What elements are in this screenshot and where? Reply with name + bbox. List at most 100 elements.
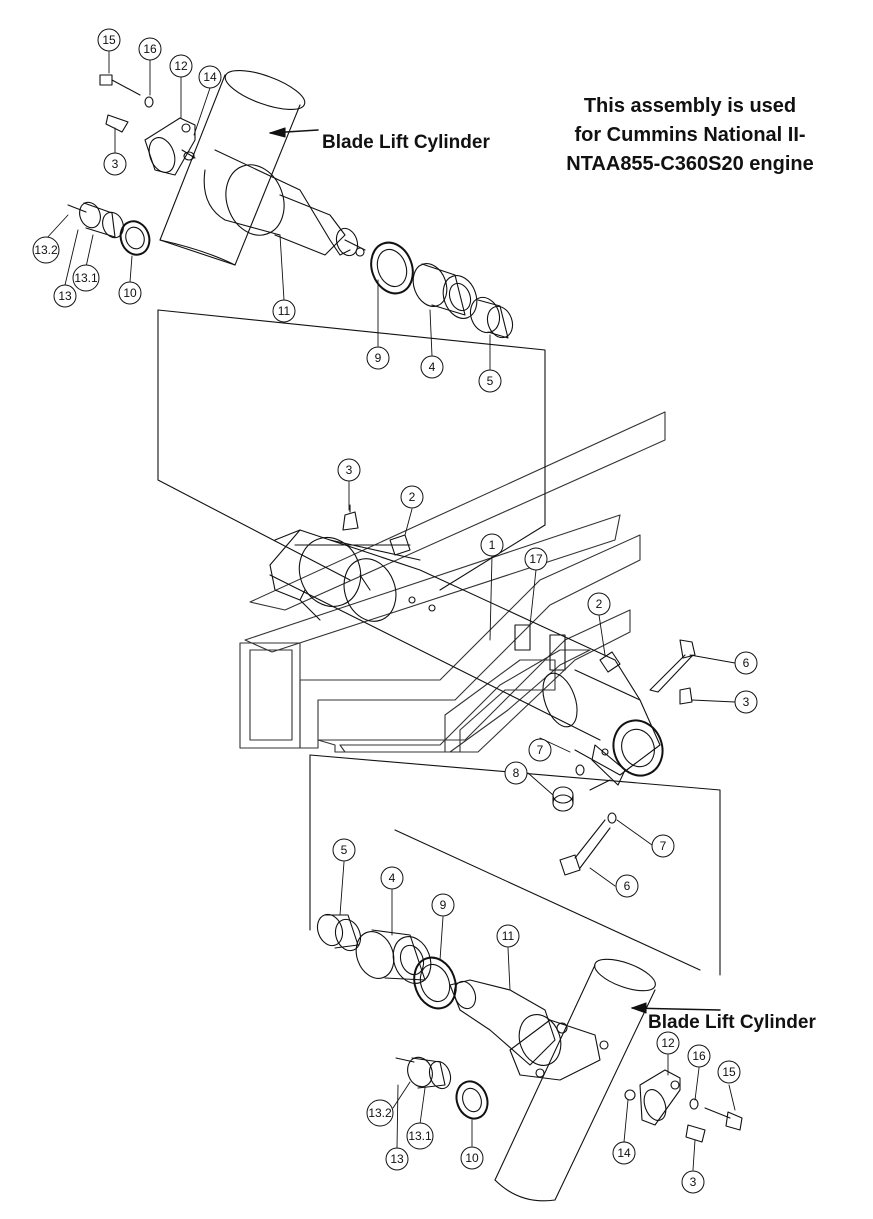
blade-lift-cylinder-top [159,69,306,266]
callout-11: 11 [496,924,520,948]
svg-text:3: 3 [743,695,750,709]
svg-text:10: 10 [465,1151,479,1165]
svg-text:10: 10 [123,286,137,300]
part-2-grease-fitting-center-right [599,651,621,673]
callout-4: 4 [380,866,404,890]
callout-16: 16 [687,1044,711,1068]
svg-text:7: 7 [537,743,544,757]
part-4-bearing-bottom [355,929,432,984]
part-12-bracket-top [144,117,196,176]
svg-text:16: 16 [692,1049,706,1063]
callout-7: 7 [528,738,552,762]
engine-note: This assembly is used for Cummins Nation… [540,92,840,179]
callout-8: 8 [504,761,528,785]
svg-text:13: 13 [58,289,72,303]
part-9-seal-top [370,241,414,295]
svg-text:9: 9 [440,898,447,912]
callout-7: 7 [651,834,675,858]
part-8-nut [552,786,574,812]
svg-text:8: 8 [513,766,520,780]
callout-4: 4 [420,355,444,379]
part-10-seal-bottom [455,1080,489,1120]
callout-5: 5 [332,838,356,862]
callout-6: 6 [734,651,758,675]
svg-text:16: 16 [143,42,157,56]
svg-text:3: 3 [112,157,119,171]
callout-13-1: 13.1 [406,1122,434,1150]
callout-3: 3 [734,690,758,714]
part-15-bolt-bottom [704,1107,743,1131]
callout-10: 10 [460,1146,484,1170]
callout-3: 3 [103,152,127,176]
note-line-1: This assembly is used [583,95,797,117]
callout-12: 12 [169,54,193,78]
callout-11: 11 [272,299,296,323]
callout-9: 9 [366,346,390,370]
callout-5: 5 [478,369,502,393]
svg-text:7: 7 [660,839,667,853]
callout-1: 1 [480,533,504,557]
callout-14: 14 [198,65,222,89]
svg-text:6: 6 [624,879,631,893]
callout-12: 12 [656,1031,680,1055]
svg-text:4: 4 [389,871,396,885]
callout-13-2: 13.2 [32,236,60,264]
svg-text:14: 14 [203,70,217,84]
svg-text:12: 12 [661,1036,675,1050]
callout-3: 3 [337,458,361,482]
part-12-bracket-bottom [624,1069,681,1126]
svg-text:14: 14 [617,1146,631,1160]
callout-15: 15 [97,28,121,52]
callout-13-1: 13.1 [72,264,100,292]
callout-13: 13 [53,284,77,308]
part-6-bolt-lower [559,819,611,876]
part-13-bushing-bottom [395,1056,452,1090]
svg-text:2: 2 [596,597,603,611]
callout-leaders [45,51,736,1171]
callout-3: 3 [681,1170,705,1194]
svg-text:13.1: 13.1 [74,271,98,285]
part-5-seal-bottom [316,913,362,952]
lower-assembly [309,754,743,1202]
svg-text:13.1: 13.1 [408,1129,432,1143]
part-11-rod-end-bottom [449,979,609,1081]
blade-lift-cylinder-bottom [494,958,656,1202]
note-line-2: for Cummins National II- [574,124,806,146]
svg-text:5: 5 [487,374,494,388]
part-7-washer-b [607,812,617,824]
note-line-3: NTAA855-C360S20 engine [566,153,814,175]
callouts: 15 16 12 14 3 13.2 13.1 13 10 11 9 4 5 3… [32,28,758,1194]
svg-text:3: 3 [690,1175,697,1189]
svg-text:6: 6 [743,656,750,670]
svg-text:4: 4 [429,360,436,374]
svg-text:13.2: 13.2 [34,243,58,257]
part-2-grease-fitting-center-top [389,534,411,556]
watermark-logo [239,411,666,753]
svg-text:13.2: 13.2 [368,1106,392,1120]
part-16-washer-bottom [689,1098,699,1110]
callout-15: 15 [717,1060,741,1084]
label-blade-lift-cylinder-bottom: Blade Lift Cylinder [648,1012,816,1033]
part-6-bolt-upper [649,639,696,693]
part-13-bushing-top [67,201,124,239]
svg-text:13: 13 [390,1152,404,1166]
callout-6: 6 [615,874,639,898]
callout-17: 17 [524,547,548,571]
svg-text:15: 15 [102,33,116,47]
part-15-bolt-top [99,74,141,96]
svg-text:15: 15 [722,1065,736,1079]
part-7-washer-a [575,764,585,776]
part-5-seal-top [469,296,514,339]
part-3-grease-fitting-bottom [685,1124,706,1143]
callout-2: 2 [587,592,611,616]
svg-text:11: 11 [278,304,291,318]
svg-text:1: 1 [489,538,496,552]
part-16-washer-top [144,96,154,108]
part-3-grease-fitting-top [105,114,129,133]
arrow-cylinder-bottom [631,1007,721,1011]
callout-13-2: 13.2 [366,1099,394,1127]
part-3-grease-fitting-center-top [342,504,359,531]
callout-14: 14 [612,1141,636,1165]
